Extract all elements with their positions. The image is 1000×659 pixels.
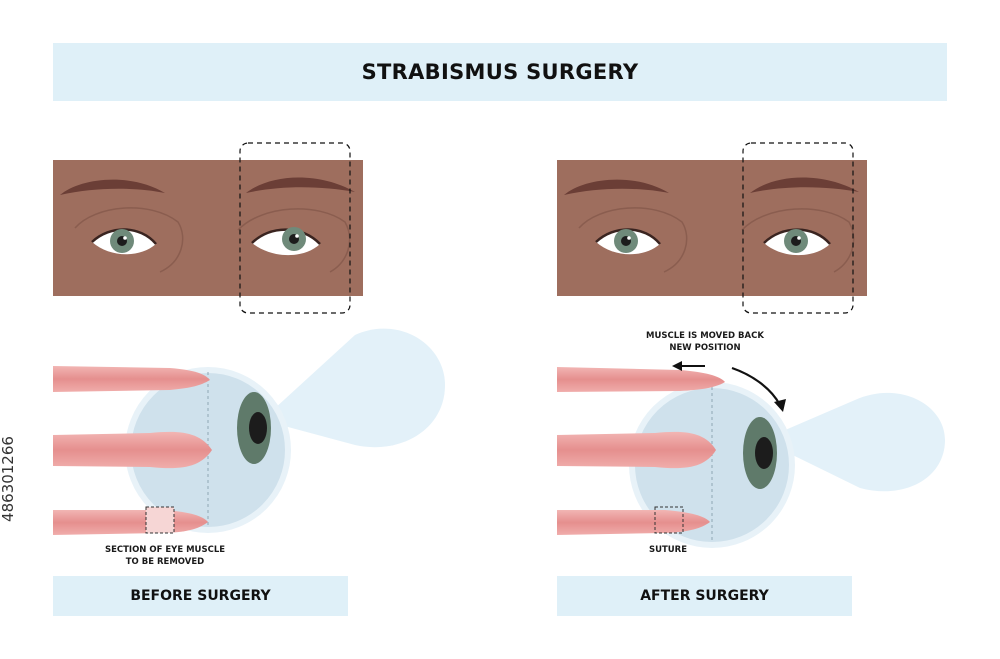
before-annotation-line1: SECTION OF EYE MUSCLE: [104, 545, 226, 555]
after-face-strip: [557, 142, 867, 314]
before-bottom-muscle: [53, 510, 208, 535]
before-eyeball-diagram: [53, 328, 445, 535]
before-caption-bar: BEFORE SURGERY: [53, 576, 348, 616]
after-annotation-line1: MUSCLE IS MOVED BACK: [646, 331, 764, 341]
after-left-eye: [595, 228, 661, 255]
before-light-cone: [262, 328, 445, 448]
after-bottom-muscle: [557, 510, 710, 535]
title-banner: STRABISMUS SURGERY: [53, 43, 947, 101]
after-eyeball-diagram: [557, 361, 945, 548]
before-highlight-box: [239, 142, 351, 314]
before-left-eye: [91, 228, 157, 255]
before-muscle-section-box: [145, 506, 175, 534]
after-right-eyebrow: [750, 177, 859, 193]
before-face-strip: [53, 142, 363, 314]
after-annotation-line2: NEW POSITION: [669, 343, 741, 353]
after-suture-box: [654, 506, 684, 534]
after-caption: AFTER SURGERY: [640, 588, 769, 604]
before-caption: BEFORE SURGERY: [130, 588, 271, 604]
suture-label: SUTURE: [648, 545, 688, 555]
before-annotation-line2: TO BE REMOVED: [125, 557, 205, 567]
before-middle-muscle: [53, 431, 212, 469]
page-title: STRABISMUS SURGERY: [361, 60, 639, 84]
before-muscle-annotation: SECTION OF EYE MUSCLE TO BE REMOVED: [98, 544, 232, 568]
after-light-cone: [762, 392, 945, 492]
before-left-eyebrow: [60, 179, 165, 195]
after-top-muscle: [557, 367, 725, 392]
after-muscle-annotation: MUSCLE IS MOVED BACK NEW POSITION: [640, 330, 770, 354]
after-highlight-box: [742, 142, 854, 314]
before-top-muscle: [53, 366, 210, 392]
after-caption-bar: AFTER SURGERY: [557, 576, 852, 616]
after-right-eye: [763, 228, 831, 256]
before-right-eye: [251, 227, 321, 256]
before-right-eyebrow: [246, 177, 355, 193]
after-left-eyebrow: [564, 179, 669, 195]
after-middle-muscle: [557, 431, 716, 469]
